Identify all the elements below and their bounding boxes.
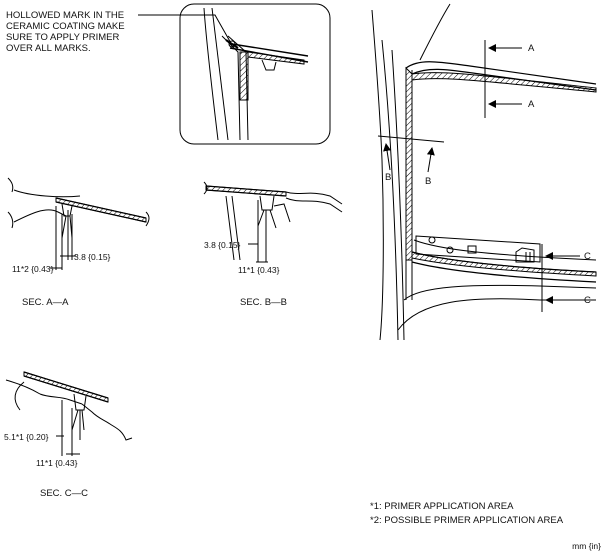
legend-item-2: *2: POSSIBLE PRIMER APPLICATION AREA <box>370 515 564 526</box>
sec-c-dim-2: 11*1 {0.43} <box>36 458 78 468</box>
section-mark-c-top: C <box>584 251 591 262</box>
note-line-1: HOLLOWED MARK IN THE <box>6 10 125 21</box>
unit-label: mm {in} <box>572 541 601 551</box>
main-view <box>371 3 597 341</box>
section-mark-a-bottom: A <box>528 99 535 110</box>
note-leader-line <box>138 14 233 46</box>
sec-b-dim-1: 3.8 {0.15} <box>204 240 241 250</box>
note-line-3: SURE TO APPLY PRIMER <box>6 32 120 43</box>
section-mark-b-left: B <box>385 172 392 183</box>
section-mark-b-right: B <box>425 176 432 187</box>
section-b-drawing <box>203 181 343 263</box>
section-a-drawing <box>7 177 150 270</box>
sec-a-dim-1: 3.8 {0.15} <box>74 252 111 262</box>
detail-inset <box>179 3 331 145</box>
note-line-4: OVER ALL MARKS. <box>6 43 91 54</box>
primer-note: HOLLOWED MARK IN THE CERAMIC COATING MAK… <box>6 10 156 54</box>
section-mark-c-bottom: C <box>584 295 591 306</box>
section-mark-a-top: A <box>528 43 535 54</box>
sec-a-dim-2: 11*2 {0.43} <box>12 264 54 274</box>
sec-c-title: SEC. C—C <box>40 488 89 499</box>
legend: *1: PRIMER APPLICATION AREA *2: POSSIBLE… <box>370 500 563 528</box>
legend-item-1: *1: PRIMER APPLICATION AREA <box>370 501 514 512</box>
sec-b-dim-2: 11*1 {0.43} <box>238 265 280 275</box>
sec-a-title: SEC. A—A <box>22 297 69 308</box>
sec-c-dim-1: 5.1*1 {0.20} <box>4 432 49 442</box>
section-c-drawing <box>5 371 133 456</box>
note-line-2: CERAMIC COATING MAKE <box>6 21 125 32</box>
sec-b-title: SEC. B—B <box>240 297 287 308</box>
